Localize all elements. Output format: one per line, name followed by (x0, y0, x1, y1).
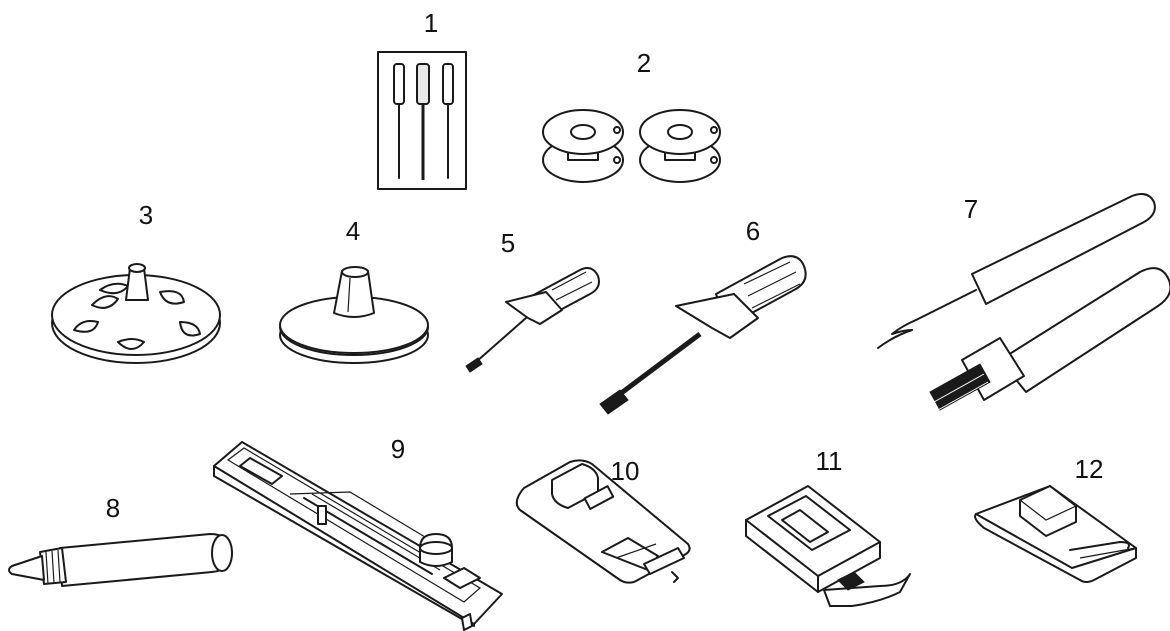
part-label-2: 2 (636, 48, 652, 78)
part-label-4: 4 (345, 216, 361, 246)
part-label-6: 6 (745, 216, 761, 246)
large-screwdriver-icon (599, 255, 807, 415)
part-label-12: 12 (1074, 454, 1104, 484)
part-label-8: 8 (105, 493, 121, 523)
buttonhole-foot-icon (213, 441, 503, 631)
part-label-5: 5 (500, 228, 516, 258)
zipper-foot-icon (515, 459, 691, 584)
spool-cap-large-icon (51, 263, 221, 364)
part-label-9: 9 (390, 434, 406, 464)
part-label-3: 3 (138, 200, 154, 230)
needles-pack-icon (377, 51, 467, 190)
part-label-10: 10 (610, 456, 640, 486)
part-label-1: 1 (423, 8, 439, 38)
blind-hem-foot-icon (974, 485, 1137, 583)
spool-cap-small-icon (279, 266, 429, 364)
bobbins-icon (542, 109, 721, 183)
oil-tube-icon (8, 533, 233, 587)
part-label-7: 7 (963, 194, 979, 224)
part-label-11: 11 (815, 446, 843, 476)
seam-ripper-brush-icon (877, 193, 1170, 411)
small-screwdriver-icon (465, 267, 600, 373)
satin-foot-icon (745, 485, 911, 607)
